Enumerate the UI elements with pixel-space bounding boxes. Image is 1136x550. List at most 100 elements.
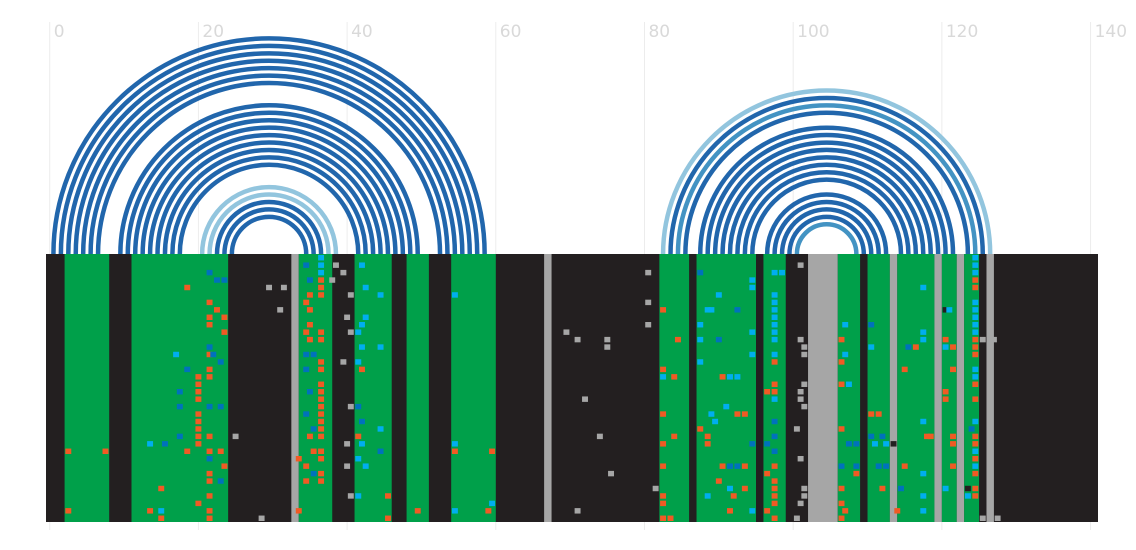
variant-cell <box>912 344 919 350</box>
variant-cell <box>972 366 979 373</box>
variant-cell <box>771 500 778 507</box>
arc <box>80 66 458 255</box>
variant-cell <box>355 433 362 440</box>
variant-cell <box>306 292 313 298</box>
variant-cell <box>355 403 362 410</box>
variant-cell <box>660 441 667 447</box>
variant-cell <box>206 493 213 499</box>
variant-cell <box>358 418 365 425</box>
variant-cell <box>942 344 949 350</box>
variant-cell <box>697 322 704 328</box>
variant-cell <box>306 433 313 440</box>
variant-cell <box>749 441 756 447</box>
variant-cell <box>741 463 748 469</box>
column-block <box>291 254 299 522</box>
x-tick-label: 100 <box>797 22 829 42</box>
variant-cell <box>875 411 882 417</box>
variant-cell <box>972 336 979 343</box>
variant-cell <box>318 426 325 432</box>
arc <box>88 73 450 255</box>
variant-cell <box>206 448 213 454</box>
variant-cell <box>221 277 228 283</box>
x-tick-label: 20 <box>202 22 224 42</box>
variant-cell <box>901 366 908 373</box>
variant-cell <box>868 411 875 417</box>
variant-cell <box>905 344 912 350</box>
variant-cell <box>195 389 202 395</box>
variant-cell <box>990 336 997 343</box>
variant-cell <box>793 426 800 432</box>
variant-cell <box>946 307 953 313</box>
variant-cell <box>868 433 875 440</box>
variant-cell <box>318 277 325 283</box>
variant-cell <box>217 403 224 410</box>
variant-cell <box>295 508 302 514</box>
variant-cell <box>206 269 213 276</box>
variant-cell <box>920 284 927 291</box>
variant-cell <box>771 307 778 313</box>
variant-cell <box>994 515 1001 521</box>
variant-cell <box>972 433 979 440</box>
variant-cell <box>942 307 949 313</box>
variant-cell <box>161 441 168 447</box>
variant-cell <box>355 359 362 365</box>
variant-cell <box>920 470 927 477</box>
variant-cell <box>377 344 384 350</box>
variant-cell <box>660 500 667 507</box>
arc <box>147 132 391 255</box>
variant-cell <box>195 381 202 387</box>
variant-cell <box>318 433 325 440</box>
variant-cell <box>879 433 886 440</box>
variant-cell <box>950 344 956 350</box>
variant-cell <box>362 463 369 469</box>
arc <box>207 192 331 255</box>
variant-cell <box>734 463 741 469</box>
variant-cell <box>972 485 979 492</box>
variant-cell <box>358 262 365 268</box>
variant-cell <box>318 403 325 410</box>
variant-cell <box>801 403 808 410</box>
variant-cell <box>667 515 674 521</box>
variant-cell <box>214 277 220 283</box>
arc <box>660 88 993 255</box>
variant-cell <box>318 359 325 365</box>
column-block <box>451 254 496 522</box>
x-tick-label: 140 <box>1095 22 1127 42</box>
variant-cell <box>318 470 325 477</box>
variant-cell <box>801 485 808 492</box>
variant-cell <box>489 448 496 454</box>
variant-cell <box>671 374 678 380</box>
arc <box>683 110 971 255</box>
variant-cell <box>206 456 213 462</box>
variant-cell <box>942 336 949 343</box>
variant-cell <box>697 336 704 343</box>
column-block <box>889 254 898 522</box>
variant-cell <box>652 485 659 492</box>
variant-cell <box>318 329 325 335</box>
variant-cell <box>730 493 737 499</box>
variant-cell <box>318 366 325 373</box>
variant-cell <box>771 448 778 454</box>
arc <box>705 132 948 255</box>
variant-cell <box>942 396 949 402</box>
variant-cell <box>355 329 362 335</box>
variant-cell <box>147 441 154 447</box>
variant-cell <box>221 463 228 469</box>
variant-cell <box>358 441 365 447</box>
variant-cell <box>972 262 979 268</box>
variant-cell <box>318 262 325 268</box>
variant-cell <box>764 389 771 395</box>
variant-cell <box>987 515 994 521</box>
variant-cell <box>574 336 581 343</box>
variant-cell <box>318 381 325 387</box>
variant-cell <box>771 359 778 365</box>
variant-cell <box>749 329 756 335</box>
variant-cell <box>645 299 652 306</box>
variant-cell <box>574 508 581 514</box>
variant-cell <box>741 411 748 417</box>
variant-cell <box>258 515 265 521</box>
variant-cell <box>582 396 588 402</box>
variant-cell <box>842 322 849 328</box>
column-block <box>956 254 965 522</box>
variant-cell <box>838 336 845 343</box>
